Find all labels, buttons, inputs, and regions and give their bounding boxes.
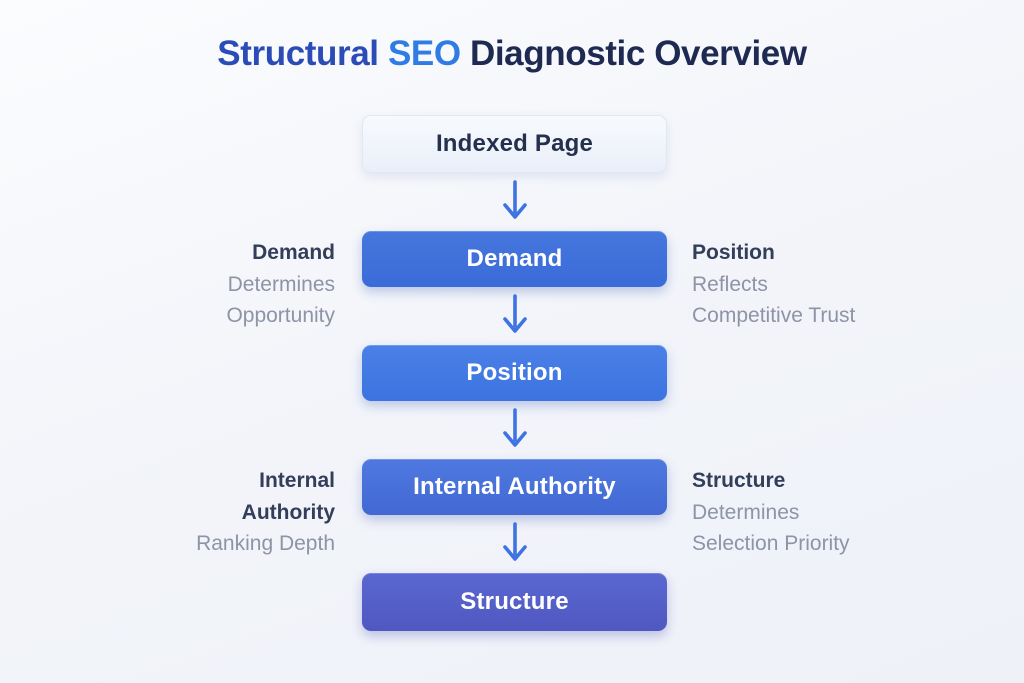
annotation-line: Authority [241,500,335,524]
annotation-line: Ranking Depth [196,532,335,555]
annotation-line: Competitive Trust [692,304,856,327]
page-title: Structural SEO Diagnostic Overview [0,34,1024,74]
flow-arrow [362,287,667,345]
flow-node-internal-authority-label: Internal Authority [413,473,616,500]
annotation-line: Opportunity [226,304,335,327]
flow-arrow [362,173,667,231]
flow-node-demand-label: Demand [466,245,563,272]
annotation-line: Reflects [692,272,768,296]
annotation-line: Determines [692,500,800,524]
flow-node-position: Position [362,345,667,401]
flow-node-internal-authority: Internal Authority [362,459,667,515]
title-words-diagnostic-overview: Diagnostic Overview [469,34,807,73]
flow-arrow [362,401,667,459]
arrow-down-icon [502,408,527,447]
annotation-line: Position [692,241,775,264]
flow-node-indexed-page: Indexed Page [362,115,667,173]
annotation-structure: Structure Determines Selection Priority [692,465,850,560]
flow-node-structure-label: Structure [460,588,569,615]
annotation-line: Selection Priority [692,532,850,555]
annotation-line: Determines [227,272,335,296]
annotation-line: Demand [252,241,335,264]
flow-node-indexed-page-label: Indexed Page [435,130,594,157]
flow-node-position-label: Position [466,359,563,386]
annotation-line: Internal [259,469,335,492]
flow-node-structure: Structure [362,573,667,631]
annotation-demand: Demand Determines Opportunity [226,237,335,332]
title-word-structural: Structural [217,34,379,73]
arrow-down-icon [502,180,527,219]
arrow-down-icon [502,294,527,333]
annotation-line: Structure [692,469,786,492]
flow-node-demand: Demand [362,231,667,287]
arrow-down-icon [502,522,527,561]
annotation-position: Position Reflects Competitive Trust [692,237,855,332]
flow-column: Indexed Page Demand Position [362,115,667,631]
title-word-seo: SEO [387,34,461,73]
flow-arrow [362,515,667,573]
annotation-internal-authority: Internal Authority Ranking Depth [196,465,335,560]
